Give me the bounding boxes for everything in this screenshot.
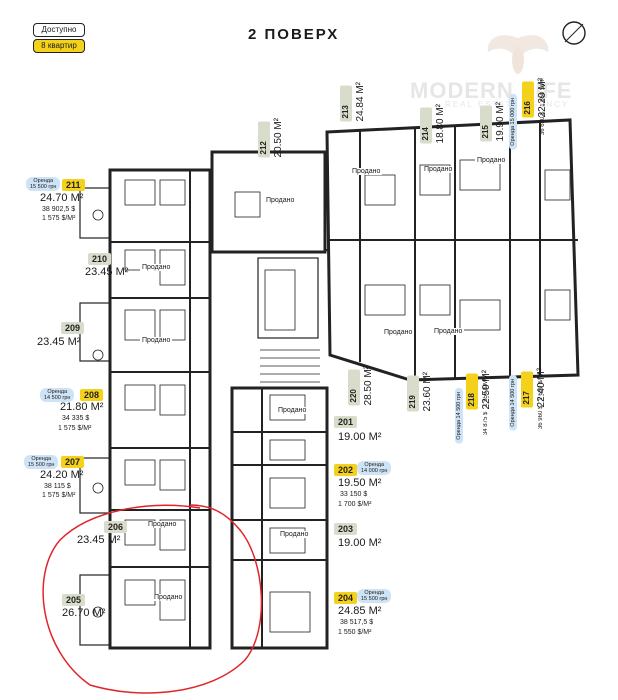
floor-title: 2 ПОВЕРХ xyxy=(248,26,340,43)
unit-number-207[interactable]: 207 xyxy=(61,456,85,468)
unit-number-213: 213 xyxy=(340,85,352,122)
legend: Доступно 8 квартир xyxy=(33,23,85,53)
unit-area-210: 23.45 M² xyxy=(85,266,129,278)
unit-number-210[interactable]: 210 xyxy=(88,253,112,265)
unit-area-215: 19.90 M² xyxy=(495,102,506,142)
unit-number-212: 212 xyxy=(258,121,270,158)
unit-price-per-m-204: 1 550 $/M² xyxy=(338,629,372,636)
watermark-logo-icon xyxy=(487,35,549,74)
unit-price-216: 36 630 $ xyxy=(540,111,546,136)
unit-number-202[interactable]: 202 xyxy=(334,464,358,476)
sold-label-203: Продано xyxy=(278,531,311,538)
unit-price-per-m-216: 1 650 $/M² xyxy=(540,78,546,107)
unit-number-215: 215 xyxy=(480,105,492,142)
unit-area-202: 19.50 M² xyxy=(338,477,382,489)
unit-219-label[interactable]: 219 23.60 M² xyxy=(407,372,437,412)
unit-price-211: 38 902,5 $ xyxy=(42,206,76,213)
unit-price-per-m-207: 1 575 $/M² xyxy=(42,492,76,499)
unit-area-213: 24.84 M² xyxy=(355,82,366,122)
unit-area-207: 24.20 M² xyxy=(40,469,84,481)
unit-price-204: 38 517,5 $ xyxy=(340,619,374,626)
unit-number-205[interactable]: 205 xyxy=(62,594,86,606)
unit-number-201[interactable]: 201 xyxy=(334,416,358,428)
unit-number-208[interactable]: 208 xyxy=(80,389,104,401)
sold-label-213: Продано xyxy=(350,168,383,175)
unit-price-per-m-217: 1 650 $/M² xyxy=(538,372,544,401)
unit-220-label[interactable]: 220 28.50 M² xyxy=(348,366,378,406)
unit-area-205: 26.70 M² xyxy=(62,607,106,619)
unit-area-211: 24.70 M² xyxy=(40,192,84,204)
unit-218-pricing: 34 875 $ 1 550 $/M² xyxy=(483,378,489,435)
unit-217-pricing: 36 960 $ 1 650 $/M² xyxy=(538,372,544,429)
unit-214-label[interactable]: 214 18.80 M² xyxy=(420,104,450,144)
unit-number-217: 217 xyxy=(521,371,533,408)
unit-218-label[interactable]: 218 22.50 M² xyxy=(466,370,496,410)
unit-area-209: 23.45 M² xyxy=(37,336,81,348)
legend-apartment-count: 8 квартир xyxy=(33,39,85,53)
sold-label-220: Продано xyxy=(382,329,415,336)
rent-badge-217: Оренда 14 500 грн xyxy=(509,375,517,431)
unit-area-220: 28.50 M² xyxy=(363,366,374,406)
unit-price-208: 34 335 $ xyxy=(62,415,90,422)
sold-label-212: Продано xyxy=(264,197,297,204)
sold-label-206: Продано xyxy=(146,521,179,528)
unit-216-pricing: 36 630 $ 1 650 $/M² xyxy=(540,78,546,135)
unit-area-204: 24.85 M² xyxy=(338,605,382,617)
unit-price-217: 36 960 $ xyxy=(538,405,544,430)
unit-number-206[interactable]: 206 xyxy=(104,521,128,533)
unit-price-per-m-211: 1 575 $/M² xyxy=(42,215,76,222)
unit-number-214: 214 xyxy=(420,107,432,144)
compass-icon xyxy=(562,21,586,45)
unit-area-219: 23.60 M² xyxy=(422,372,433,412)
unit-area-214: 18.80 M² xyxy=(435,104,446,144)
unit-number-219: 219 xyxy=(407,375,419,412)
unit-number-211[interactable]: 211 xyxy=(62,179,85,191)
unit-area-206: 23.45 M² xyxy=(77,534,121,546)
unit-price-per-m-208: 1 575 $/M² xyxy=(58,425,92,432)
unit-217-label[interactable]: 217 22.40 M² xyxy=(521,368,551,408)
legend-available: Доступно xyxy=(33,23,85,37)
sold-label-205: Продано xyxy=(152,594,185,601)
sold-label-215: Продано xyxy=(475,157,508,164)
sold-label-210: Продано xyxy=(140,264,173,271)
unit-number-220: 220 xyxy=(348,369,360,406)
sold-label-214: Продано xyxy=(422,166,455,173)
unit-area-208: 21.80 M² xyxy=(60,401,104,413)
watermark-name: MODERN LIFE xyxy=(410,78,573,103)
unit-213-label[interactable]: 213 24.84 M² xyxy=(340,82,370,122)
unit-area-212: 20.50 M² xyxy=(273,118,284,158)
unit-price-207: 38 115 $ xyxy=(44,483,71,490)
unit-number-216: 216 xyxy=(522,81,534,118)
unit-price-202: 33 150 $ xyxy=(340,491,368,498)
red-annotation-circle xyxy=(42,504,263,694)
unit-price-per-m-218: 1 550 $/M² xyxy=(483,378,489,407)
sold-label-219: Продано xyxy=(432,328,465,335)
unit-212-label[interactable]: 212 20.50 M² xyxy=(258,118,288,158)
unit-number-204[interactable]: 204 xyxy=(334,592,358,604)
rent-badge-218: Оренда 14 500 грн xyxy=(455,388,463,444)
sold-label-209: Продано xyxy=(140,337,173,344)
unit-number-218: 218 xyxy=(466,373,478,410)
unit-216-label[interactable]: 216 22.20 M² xyxy=(522,78,552,118)
unit-price-per-m-202: 1 700 $/M² xyxy=(338,501,372,508)
watermark-subtitle: REAL ESTATE AGENCY xyxy=(445,100,570,109)
rent-badge-216: Оренда 15 000 грн xyxy=(509,94,517,150)
unit-price-218: 34 875 $ xyxy=(483,411,489,436)
unit-area-201: 19.00 M² xyxy=(338,431,382,443)
sold-label-201: Продано xyxy=(276,407,309,414)
unit-area-203: 19.00 M² xyxy=(338,537,382,549)
unit-215-label[interactable]: 215 19.90 M² xyxy=(480,102,510,142)
unit-number-209[interactable]: 209 xyxy=(61,322,85,334)
unit-number-203[interactable]: 203 xyxy=(334,523,358,535)
